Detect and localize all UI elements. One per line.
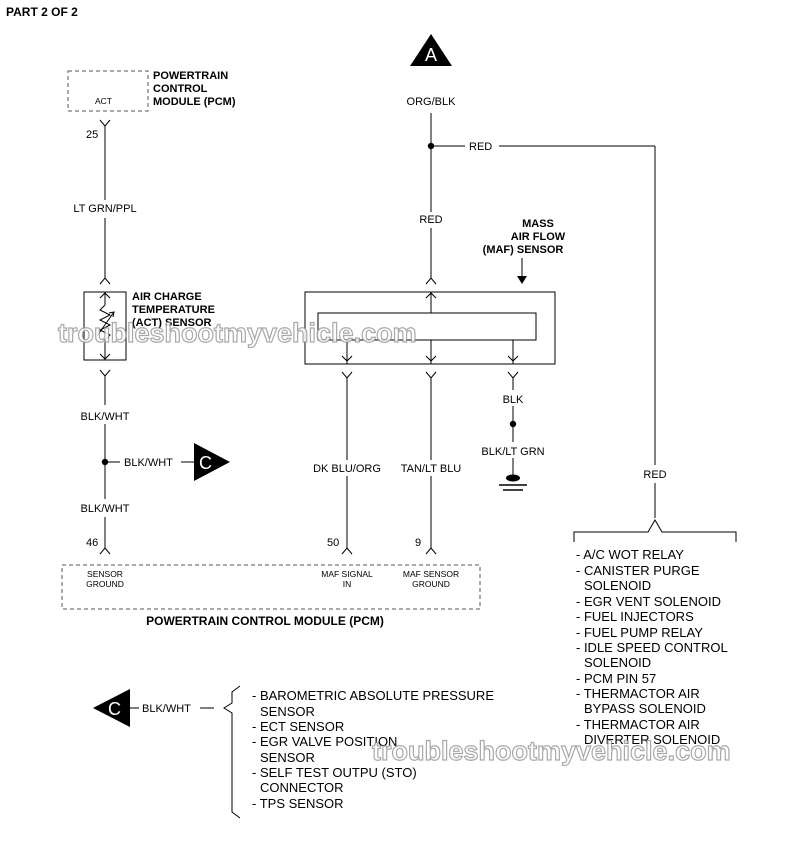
connector-c-top-letter: C — [199, 453, 212, 473]
c-list-item: SENSOR — [260, 750, 315, 765]
red-list-item: - THERMACTOR AIR — [576, 686, 700, 701]
connector-a-letter: A — [425, 45, 437, 65]
pcm-pin-50-number: 50 — [327, 537, 339, 549]
c-list-item: - SELF TEST OUTPU (STO) — [252, 765, 417, 780]
red-list-item: - EGR VENT SOLENOID — [576, 594, 721, 609]
c-list-brace — [223, 685, 241, 819]
c-list-item: - ECT SENSOR — [252, 719, 344, 734]
c-list-item: - EGR VALVE POSITION — [252, 734, 397, 749]
pcm-pin-46-number: 46 — [86, 537, 98, 549]
maf-sensor — [304, 258, 556, 365]
act-ground-lower-label: BLK/WHT — [81, 503, 130, 515]
red-branch-label: RED — [469, 141, 492, 153]
maf-name-2: AIR FLOW — [511, 231, 566, 243]
pcm-pin-9-label-2: GROUND — [412, 579, 450, 589]
red-list-bracket — [573, 519, 737, 542]
red-list-item: - A/C WOT RELAY — [576, 547, 684, 562]
connector-a-wire: ORG/BLK — [407, 96, 457, 108]
maf-ground-wire-label: TAN/LT BLU — [401, 463, 462, 475]
c-list-item: - BAROMETRIC ABSOLUTE PRESSURE — [252, 688, 494, 703]
act-signal-wire-label: LT GRN/PPL — [73, 203, 136, 215]
pcm-pin-9-label-1: MAF SENSOR — [403, 569, 459, 579]
pcm-top-title-1: POWERTRAIN — [153, 70, 228, 82]
red-list-item: - PCM PIN 57 — [576, 671, 656, 686]
pcm-pin-50-label-1: MAF SIGNAL — [321, 569, 373, 579]
maf-ground-wire — [425, 371, 437, 555]
red-list-item: BYPASS SOLENOID — [584, 701, 706, 716]
watermark-bottom: troubleshootmyvehicle.com — [372, 736, 731, 766]
c-list-item: CONNECTOR — [260, 780, 344, 795]
red-list-item: - FUEL INJECTORS — [576, 609, 694, 624]
red-list-item: - CANISTER PURGE — [576, 563, 700, 578]
red-list-item: - IDLE SPEED CONTROL — [576, 640, 728, 655]
connector-a: A — [410, 34, 452, 66]
act-ground-upper-label: BLK/WHT — [81, 411, 130, 423]
pcm-top-pin-number: 25 — [86, 129, 98, 141]
act-sensor-name-3: (ACT) SENSOR — [132, 317, 212, 329]
maf-case-ground — [499, 371, 527, 491]
red-list-item: - THERMACTOR AIR — [576, 717, 700, 732]
connector-c-bottom-wire: BLK/WHT — [142, 703, 191, 715]
red-feed-wires — [425, 113, 656, 518]
connector-c-bottom-letter: C — [108, 699, 121, 719]
maf-ground-lower-label: BLK/LT GRN — [481, 446, 544, 458]
connector-c-top: C — [194, 443, 230, 481]
pcm-bottom-title: POWERTRAIN CONTROL MODULE (PCM) — [146, 614, 384, 628]
connector-c-bottom: C — [93, 689, 130, 727]
red-list-item: - FUEL PUMP RELAY — [576, 625, 703, 640]
red-list-item: SOLENOID — [584, 578, 651, 593]
c-list-item: - TPS SENSOR — [252, 796, 344, 811]
pcm-pin-46-label-1: SENSOR — [87, 569, 123, 579]
act-sensor-name-1: AIR CHARGE — [132, 291, 202, 303]
connector-c-top-wire: BLK/WHT — [124, 457, 173, 469]
c-destination-list: - BAROMETRIC ABSOLUTE PRESSURE SENSOR - … — [252, 688, 494, 811]
watermark-top: troubleshootmyvehicle.com — [58, 318, 417, 348]
pcm-pin-46-label-2: GROUND — [86, 579, 124, 589]
pcm-pin-50-label-2: IN — [343, 579, 352, 589]
maf-name-3: (MAF) SENSOR — [483, 244, 564, 256]
maf-name-1: MASS — [522, 218, 554, 230]
red-to-maf-label: RED — [419, 214, 442, 226]
pcm-top-title-3: MODULE (PCM) — [153, 96, 236, 108]
act-sensor — [83, 291, 127, 361]
red-list-item: SOLENOID — [584, 655, 651, 670]
act-sensor-name-2: TEMPERATURE — [132, 304, 215, 316]
maf-signal-wire-label: DK BLU/ORG — [313, 463, 381, 475]
maf-signal-wire — [341, 371, 353, 555]
pcm-top-title-2: CONTROL — [153, 83, 208, 95]
act-signal-wire — [99, 119, 111, 285]
maf-ground-upper-label: BLK — [503, 394, 524, 406]
red-destination-list: - A/C WOT RELAY - CANISTER PURGE SOLENOI… — [576, 547, 728, 747]
red-list-item: DIVERTER SOLENOID — [584, 732, 720, 747]
pcm-top-pin-name: ACT — [95, 96, 112, 106]
pcm-pin-9-number: 9 — [415, 537, 421, 549]
part-label: PART 2 OF 2 — [6, 5, 78, 19]
act-ground-wire — [99, 369, 194, 555]
red-down-label: RED — [643, 469, 666, 481]
pcm-top-box — [67, 70, 149, 112]
c-list-item: SENSOR — [260, 704, 315, 719]
